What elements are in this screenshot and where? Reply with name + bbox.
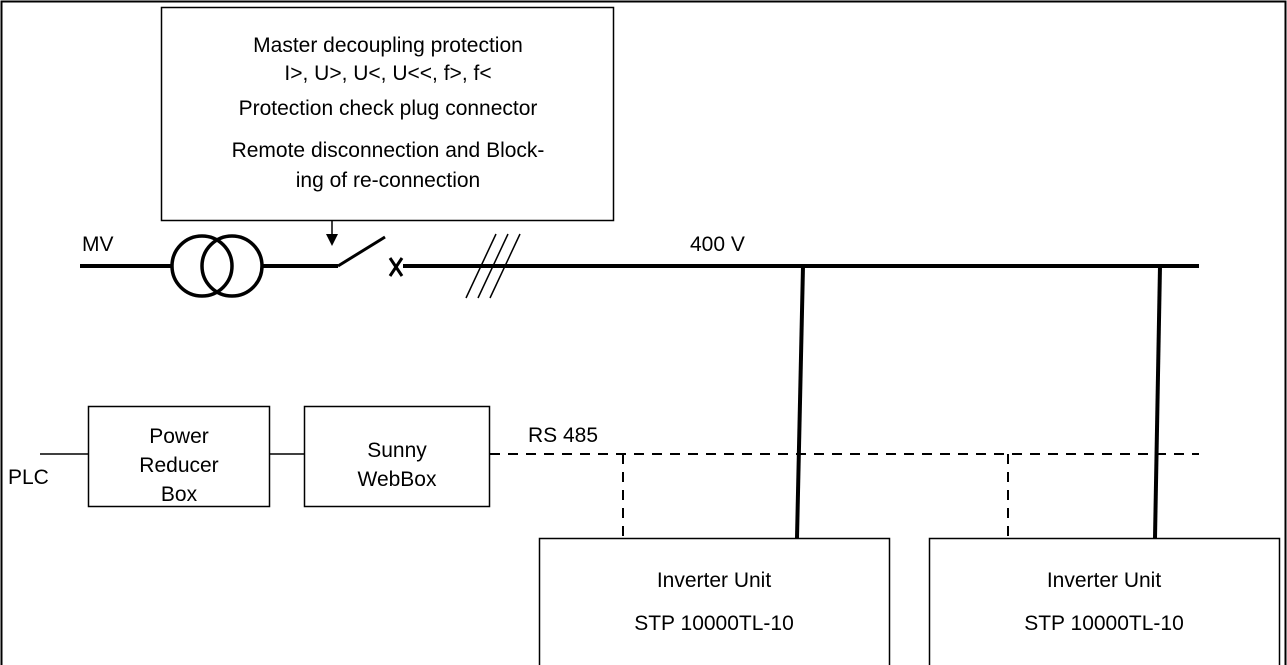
webbox-box (303, 405, 491, 508)
webbox-line-1: Sunny (367, 439, 427, 462)
voltage-label: 400 V (690, 233, 745, 256)
breaker-cross-icon-b (388, 257, 404, 277)
inverter-1-feeder (795, 265, 805, 539)
power-reducer-line-3: Box (161, 483, 198, 506)
inverter-2-name: Inverter Unit (1047, 569, 1162, 592)
protection-line-3: Protection check plug connector (239, 97, 538, 120)
transformer-primary-winding-icon (170, 234, 234, 298)
protection-line-2: I>, U>, U<, U<<, f>, f< (284, 62, 491, 85)
protection-line-5: ing of re-connection (296, 169, 480, 192)
inverter-2-model: STP 10000TL-10 (1024, 612, 1184, 635)
inverter-1-box (538, 537, 891, 665)
protection-box (160, 6, 615, 222)
inverter-2-feeder (1153, 265, 1162, 539)
rs485-label: RS 485 (528, 424, 598, 447)
protection-line-1: Master decoupling protection (253, 34, 523, 57)
power-reducer-line-1: Power (149, 425, 209, 448)
inverter-2-box (928, 537, 1281, 665)
protection-line-4: Remote disconnection and Block- (232, 139, 545, 162)
switch-blade-icon (337, 235, 386, 268)
power-reducer-box (87, 405, 271, 508)
three-phase-mark-2 (477, 233, 509, 299)
power-reducer-line-2: Reducer (139, 454, 218, 477)
inverter-1-name: Inverter Unit (657, 569, 772, 592)
three-phase-mark-1 (465, 233, 497, 299)
webbox-line-2: WebBox (358, 468, 437, 491)
three-phase-mark-3 (489, 233, 521, 299)
inverter-1-model: STP 10000TL-10 (634, 612, 794, 635)
plc-label: PLC (8, 466, 49, 489)
mv-label: MV (82, 233, 114, 256)
protection-arrow-head-icon (326, 234, 338, 246)
